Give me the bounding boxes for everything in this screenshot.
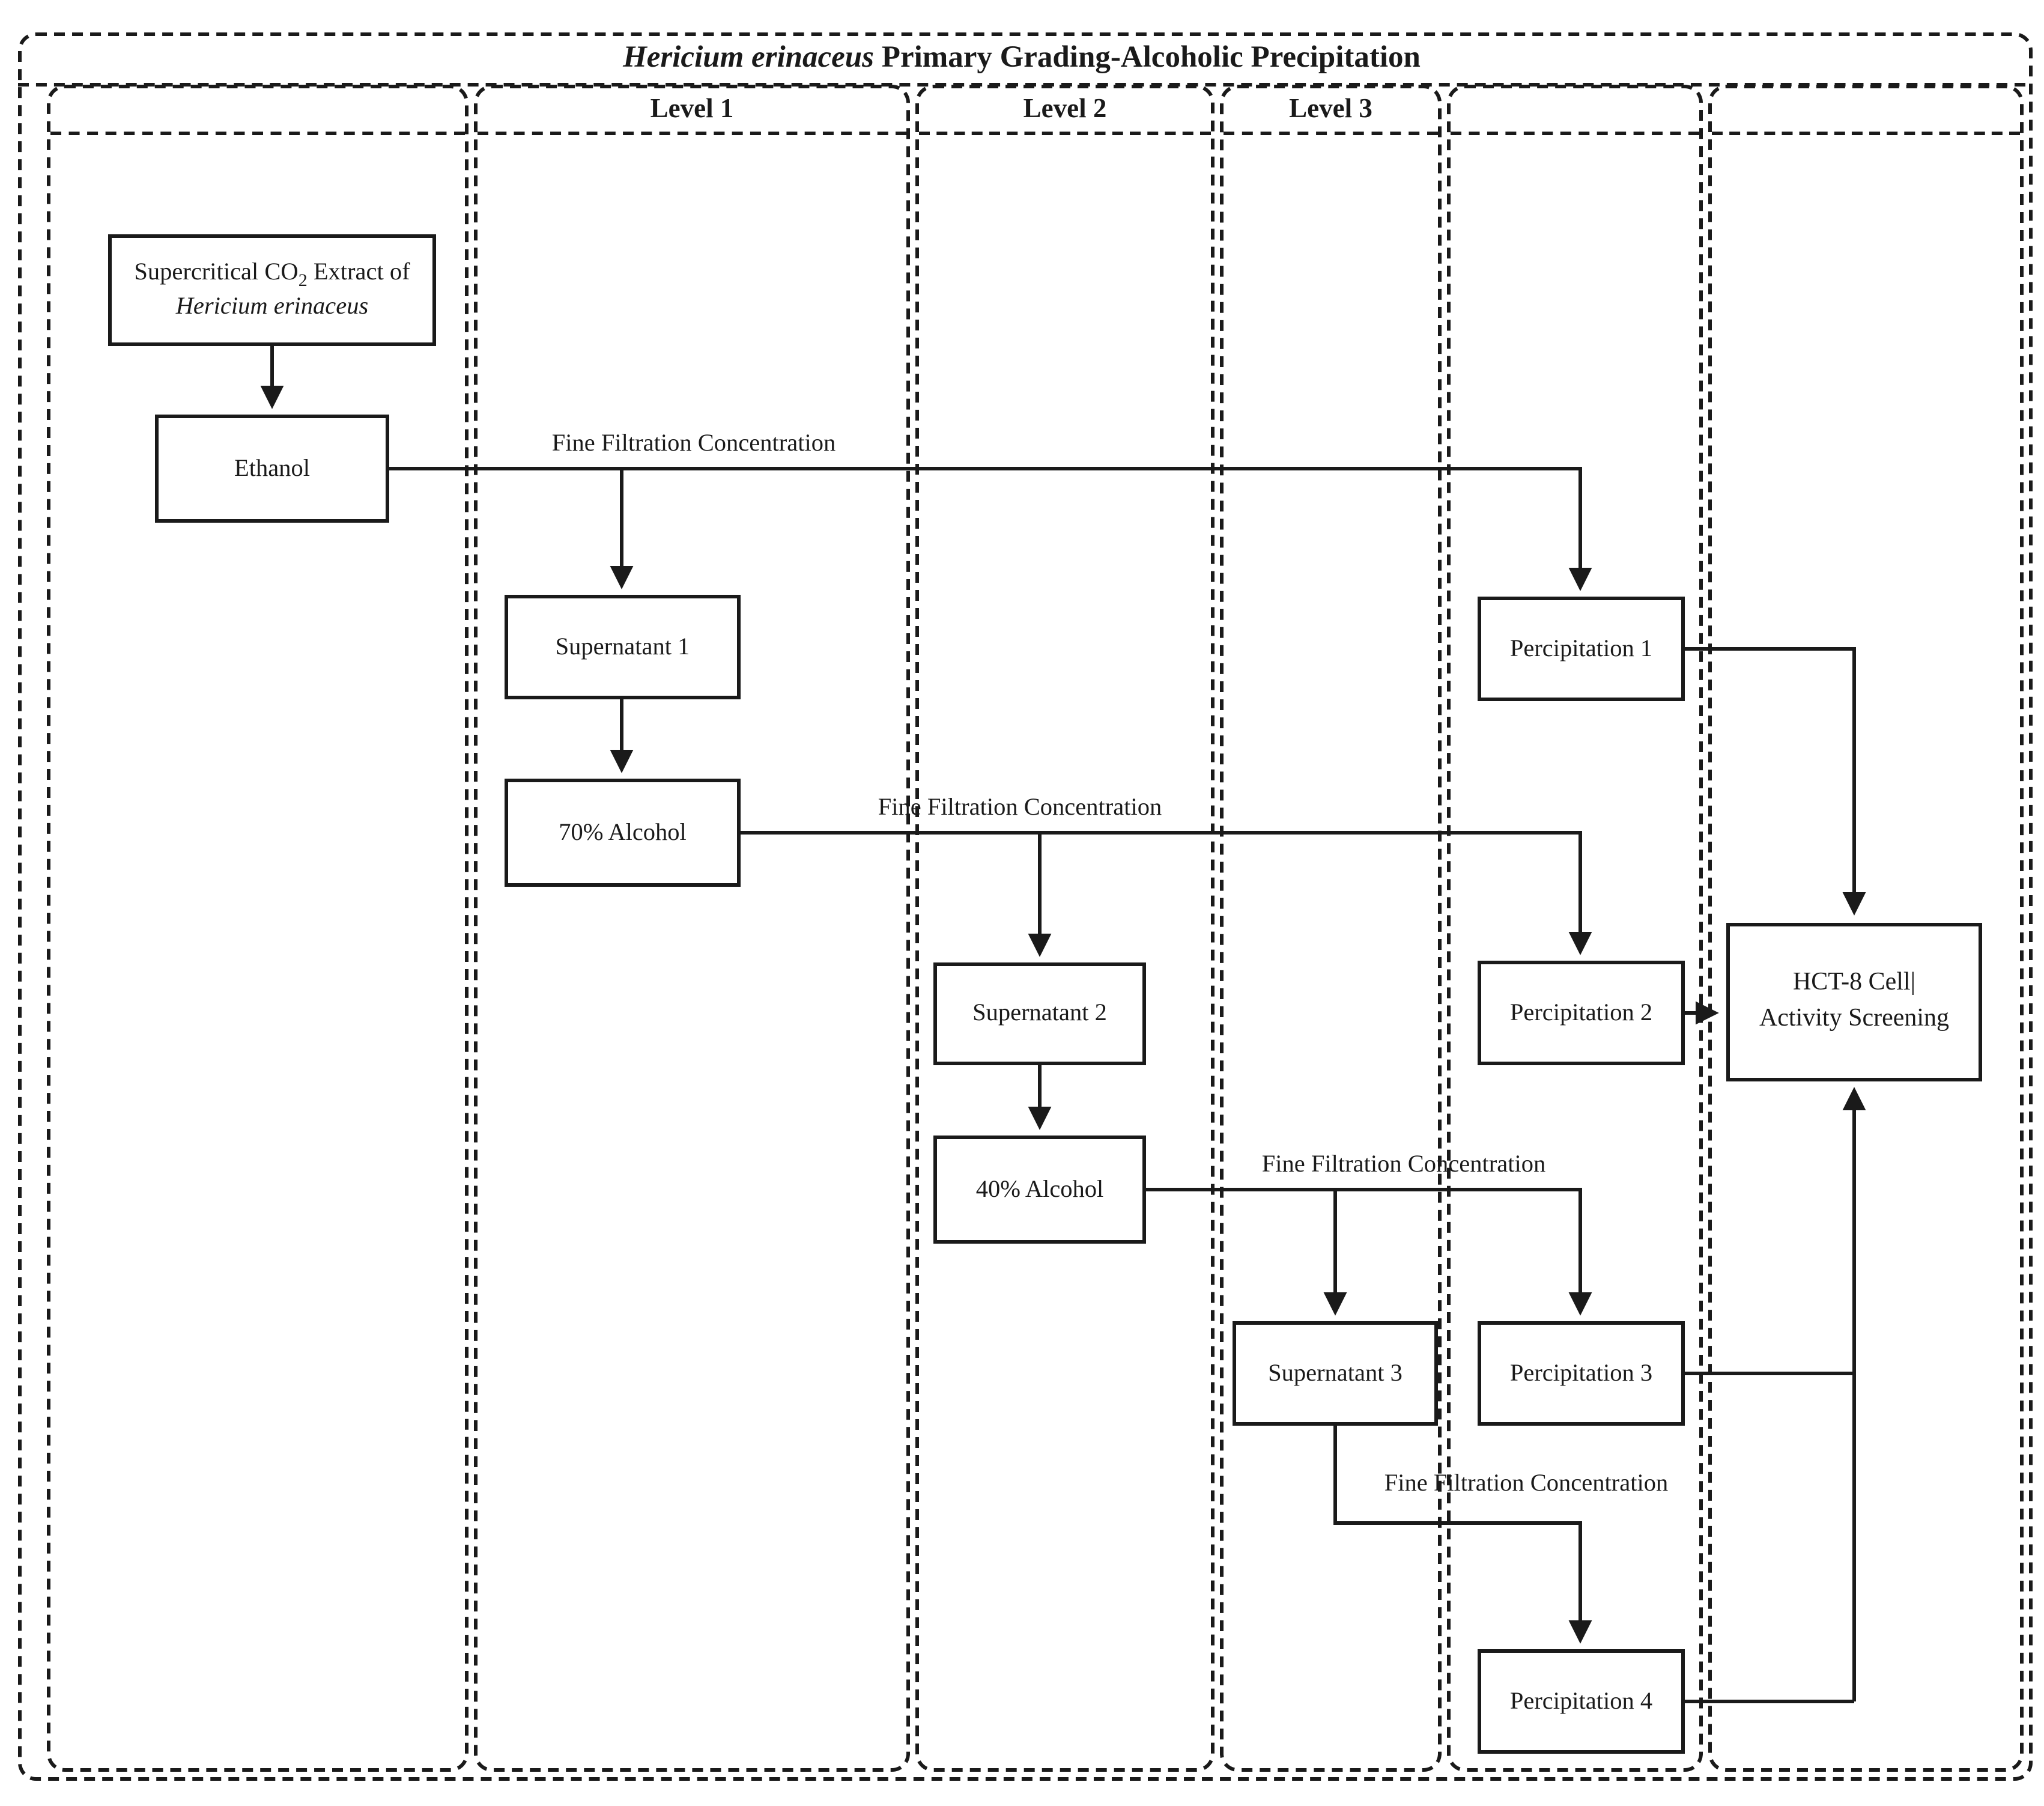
edge-label-fine-filtration-1: Fine Filtration Concentration <box>551 429 836 456</box>
edge-label-fine-filtration-2: Fine Filtration Concentration <box>878 793 1162 820</box>
lane-percipitation <box>1447 85 1703 1772</box>
node-percipitation-4: Percipitation 4 <box>1478 1649 1685 1754</box>
lane-header-level-1: Level 1 <box>478 88 906 135</box>
lane-level-1: Level 1 <box>474 85 910 1772</box>
lane-level-2: Level 2 <box>915 85 1215 1772</box>
title-species-italic: Hericium erinaceus <box>623 40 875 74</box>
node-source-line1: Supercritical CO2 Extract of <box>134 257 410 291</box>
edge-alcohol40-to-percipitation3 <box>1146 1188 1592 1316</box>
lane-header-level-3: Level 3 <box>1224 88 1438 135</box>
title-rest: Primary Grading-Alcoholic Precipitation <box>874 40 1421 74</box>
edge-alcohol70-to-percipitation2 <box>741 831 1592 955</box>
edge-supernatant3-to-percipitation4 <box>1333 1426 1592 1644</box>
lane-header-level-2: Level 2 <box>919 88 1211 135</box>
node-40-percent-alcohol: 40% Alcohol <box>933 1136 1146 1244</box>
node-source-line2: Hericium erinaceus <box>175 293 369 320</box>
node-70-percent-alcohol: 70% Alcohol <box>505 779 741 887</box>
outer-dashed-frame <box>18 32 2033 1781</box>
node-ethanol: Ethanol <box>155 415 389 523</box>
node-supernatant-2: Supernatant 2 <box>933 962 1146 1065</box>
lane-header-input <box>50 88 465 135</box>
diagram-title: Hericium erinaceus Primary Grading-Alcoh… <box>18 32 2025 87</box>
node-supercritical-co2-extract: Supercritical CO2 Extract of Hericium er… <box>108 234 436 346</box>
node-hct8-cell-activity-screening: HCT-8 Cell| Activity Screening <box>1726 923 1982 1081</box>
lane-header-percipitation <box>1451 88 1699 135</box>
node-percipitation-3: Percipitation 3 <box>1478 1321 1685 1426</box>
node-percipitation-2: Percipitation 2 <box>1478 961 1685 1065</box>
edge-label-fine-filtration-4: Fine Filtration Concentration <box>1384 1469 1669 1496</box>
edge-label-fine-filtration-3: Fine Filtration Concentration <box>1261 1150 1546 1177</box>
node-percipitation-1: Percipitation 1 <box>1478 597 1685 701</box>
node-supernatant-1: Supernatant 1 <box>505 595 741 699</box>
lane-level-3: Level 3 <box>1220 85 1442 1772</box>
edge-ethanol-to-percipitation1 <box>389 467 1592 591</box>
node-hct8-line1: HCT-8 Cell| <box>1792 970 1915 998</box>
lane-input <box>47 85 469 1772</box>
lane-screening <box>1708 85 2024 1772</box>
node-supernatant-3: Supernatant 3 <box>1233 1321 1438 1426</box>
edge-percipitation1-to-hct8-top <box>1685 647 1866 916</box>
node-hct8-line2: Activity Screening <box>1759 1006 1950 1033</box>
lane-header-screening <box>1712 88 2020 135</box>
